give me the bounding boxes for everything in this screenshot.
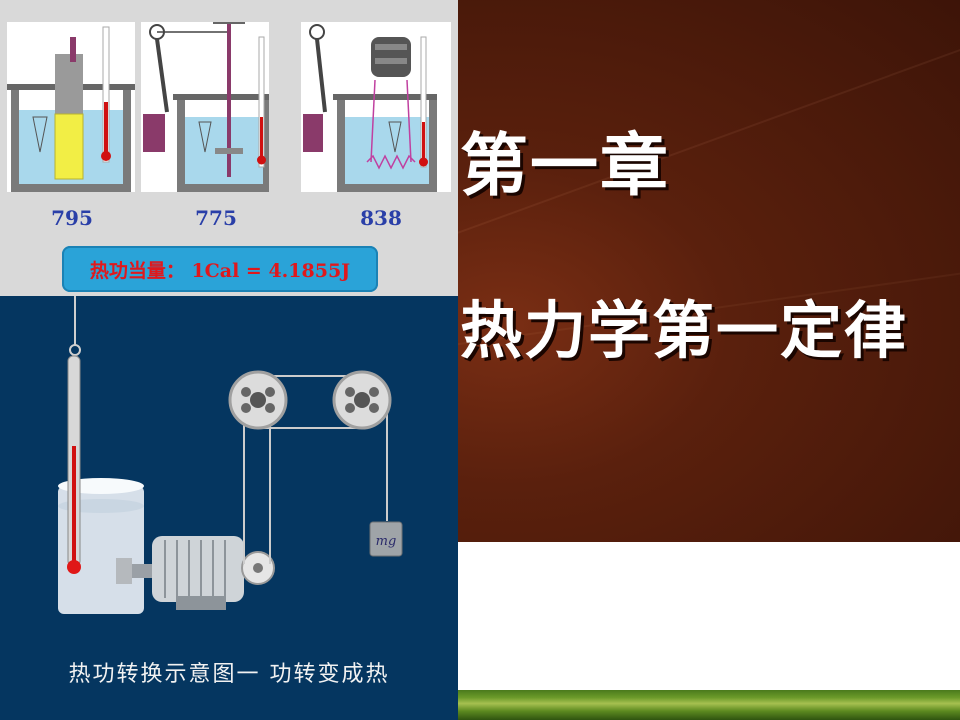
weight-label: mg: [376, 534, 397, 549]
experiment-panel: 795 775 838 热功当量： 1Cal = 4.1855J: [0, 0, 458, 296]
bottom-decor-strip: [455, 690, 960, 720]
experiment-2-image: [141, 20, 269, 192]
experiment-3-image: [301, 22, 451, 192]
heat-work-equivalent-text: 热功当量： 1Cal = 4.1855J: [89, 260, 351, 282]
experiment-1-image: [7, 22, 135, 192]
chapter-title: 第一章: [460, 127, 671, 206]
heat-work-equivalent-box: 热功当量： 1Cal = 4.1855J: [62, 246, 378, 292]
heat-work-diagram-panel: mg 热功转换示意图一 功转变成热: [0, 296, 458, 720]
diagram-caption: 热功转换示意图一 功转变成热: [68, 662, 390, 687]
experiment-2-value: 775: [195, 206, 237, 230]
experiment-1-value: 795: [51, 206, 93, 230]
heat-work-diagram: mg: [58, 296, 403, 614]
title-background: [455, 0, 960, 542]
subject-title: 热力学第一定律: [460, 294, 909, 367]
experiment-3-value: 838: [360, 206, 402, 230]
